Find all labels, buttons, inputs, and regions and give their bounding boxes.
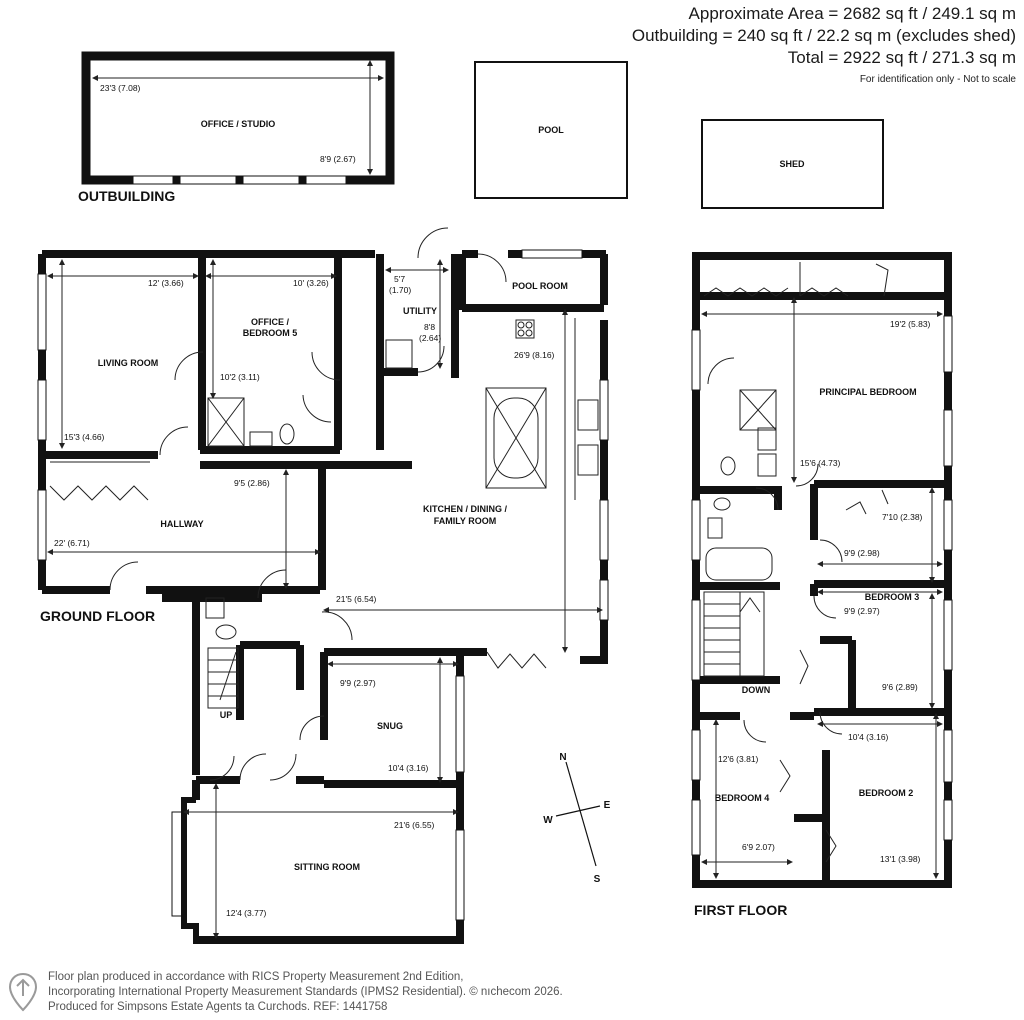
room-snug: SNUG <box>377 721 403 731</box>
dim-living-width: 12' (3.66) <box>148 278 184 288</box>
first-floor-fittings <box>703 262 889 863</box>
dim-office5-depth: 10'2 (3.11) <box>220 372 260 382</box>
compass-rose <box>555 761 601 867</box>
dim-kitchen-width: 21'5 (6.54) <box>336 594 377 604</box>
dim-kitchen-length: 26'9 (8.16) <box>514 350 555 360</box>
compass-south: S <box>594 874 601 885</box>
room-pool-room: POOL ROOM <box>512 281 568 291</box>
room-kitchen-line1: KITCHEN / DINING / <box>423 504 508 514</box>
ground-bath-fittings <box>205 318 599 640</box>
dim-utility-depth-metric: (2.64) <box>419 333 441 343</box>
room-sitting-room: SITTING ROOM <box>294 862 360 872</box>
first-floor-walls <box>692 252 952 888</box>
footer-line-3: Produced for Simpsons Estate Agents ta C… <box>48 1001 388 1013</box>
ground-stairs <box>207 647 239 709</box>
dim-hall-depth: 9'5 (2.86) <box>234 478 270 488</box>
room-office-bedroom5-line2: BEDROOM 5 <box>243 328 298 338</box>
room-kitchen-line2: FAMILY ROOM <box>434 516 497 526</box>
dim-principal-depth: 15'6 (4.73) <box>800 458 841 468</box>
ground-floor-walls <box>38 250 608 944</box>
area-total: Total = 2922 sq ft / 271.3 sq m <box>787 48 1016 67</box>
dim-utility-width: 5'7 <box>394 274 405 284</box>
dim-hall-width: 22' (6.71) <box>54 538 90 548</box>
footer-credits: Floor plan produced in accordance with R… <box>48 970 563 1015</box>
location-pin-icon <box>8 972 38 1012</box>
area-outbuilding: Outbuilding = 240 sq ft / 22.2 sq m (exc… <box>631 26 1016 45</box>
dim-utility-width-metric: (1.70) <box>389 285 411 295</box>
room-utility: UTILITY <box>403 306 437 316</box>
dim-bedroom3-a: 7'10 (2.38) <box>882 512 923 522</box>
ground-dimension-lines <box>47 259 603 939</box>
room-shed: SHED <box>779 159 805 169</box>
dim-sitting-width: 21'6 (6.55) <box>394 820 435 830</box>
dim-snug-depth: 10'4 (3.16) <box>388 763 429 773</box>
footer-line-1: Floor plan produced in accordance with R… <box>48 971 464 983</box>
dim-living-depth: 15'3 (4.66) <box>64 432 105 442</box>
shed-outline <box>701 119 884 209</box>
dim-principal-width: 19'2 (5.83) <box>890 319 931 329</box>
room-hallway: HALLWAY <box>160 519 203 529</box>
pool-outline <box>474 61 628 199</box>
dim-utility-depth: 8'8 <box>424 322 435 332</box>
dim-bedroom2-width: 10'4 (3.16) <box>848 732 889 742</box>
dim-bedroom3-b: 9'9 (2.98) <box>844 548 880 558</box>
stairs-up-label: UP <box>220 710 233 720</box>
room-living-room: LIVING ROOM <box>98 358 159 368</box>
floor-plan-drawing: OFFICE / STUDIO 23'3 (7.08) 8'9 (2.67) P… <box>37 51 953 944</box>
dim-bedroom4-depth: 12'6 (3.81) <box>718 754 759 764</box>
footer-line-2: Incorporating International Property Mea… <box>48 986 563 998</box>
room-bedroom2: BEDROOM 2 <box>859 788 914 798</box>
room-principal-bedroom: PRINCIPAL BEDROOM <box>819 387 916 397</box>
first-floor-label: FIRST FLOOR <box>694 902 788 918</box>
room-office-studio: OFFICE / STUDIO <box>201 119 276 129</box>
area-total-approx: Approximate Area = 2682 sq ft / 249.1 sq… <box>688 4 1016 23</box>
ground-floor-windows <box>37 249 609 921</box>
dim-snug-width: 9'9 (2.97) <box>340 678 376 688</box>
not-to-scale-note: For identification only - Not to scale <box>859 74 1016 85</box>
ground-floor-label: GROUND FLOOR <box>40 608 156 624</box>
compass-north: N <box>559 752 566 763</box>
room-office-bedroom5-line1: OFFICE / <box>251 317 289 327</box>
dim-bedroom3-c: 9'9 (2.97) <box>844 606 880 616</box>
area-summary: Approximate Area = 2682 sq ft / 249.1 sq… <box>632 3 1016 69</box>
dim-office-width: 23'3 (7.08) <box>100 83 141 93</box>
dim-office5-width: 10' (3.26) <box>293 278 329 288</box>
compass-east: E <box>604 800 611 811</box>
room-pool: POOL <box>538 125 564 135</box>
room-bedroom3: BEDROOM 3 <box>865 592 920 602</box>
compass-west: W <box>543 815 553 826</box>
stairs-down-label: DOWN <box>742 685 771 695</box>
dim-office-depth: 8'9 (2.67) <box>320 154 356 164</box>
outbuilding-plan <box>81 51 395 185</box>
first-dimension-lines <box>701 297 943 879</box>
dim-bedroom2-depth: 13'1 (3.98) <box>880 854 921 864</box>
room-bedroom4: BEDROOM 4 <box>715 793 770 803</box>
dim-bedroom3-d: 9'6 (2.89) <box>882 682 918 692</box>
kitchen-island <box>485 387 547 489</box>
first-floor-windows <box>691 315 953 856</box>
outbuilding-label: OUTBUILDING <box>78 188 176 204</box>
ground-floor-doors <box>109 227 547 781</box>
sitting-room-bay <box>181 797 199 944</box>
dim-sitting-depth: 12'4 (3.77) <box>226 908 267 918</box>
dim-bedroom4-width: 6'9 2.07) <box>742 842 775 852</box>
hallway-wardrobe <box>49 485 149 501</box>
